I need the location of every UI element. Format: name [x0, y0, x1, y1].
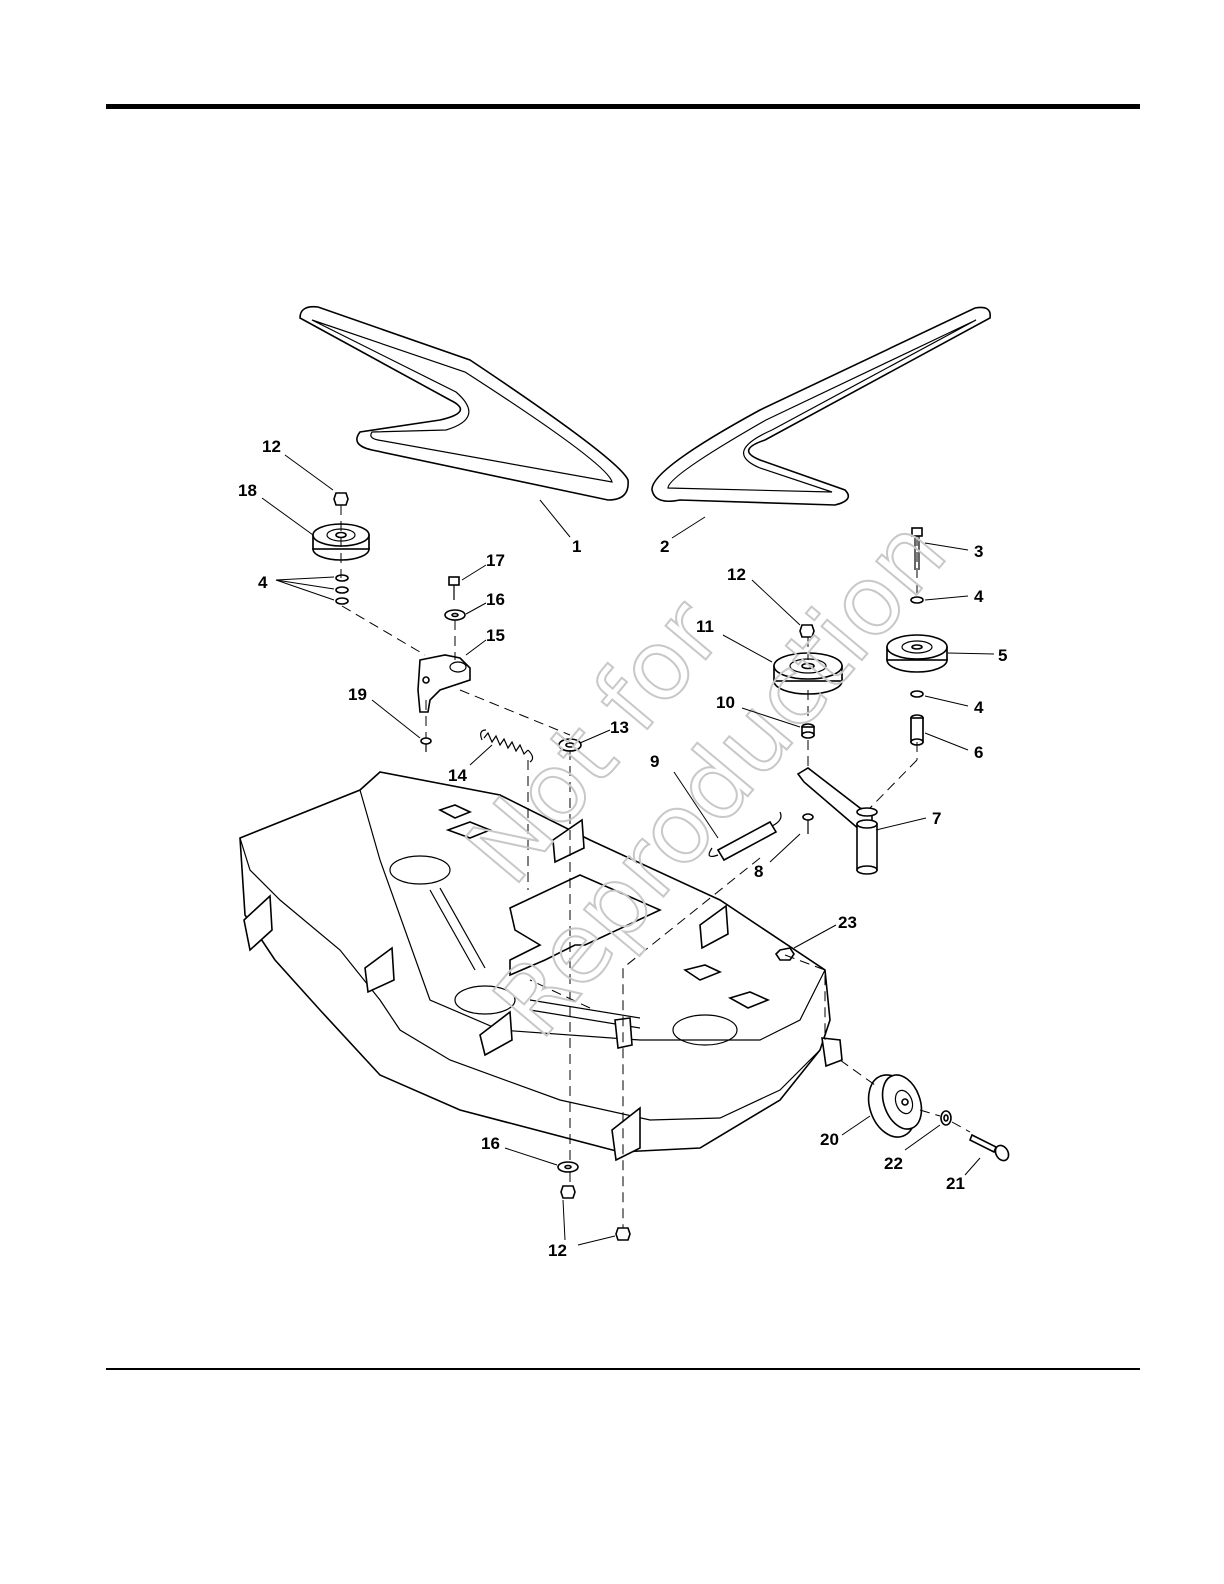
spacer-6: [911, 715, 923, 745]
nut-12-bottom-center: [561, 1186, 575, 1198]
idler-arm-7: [798, 768, 877, 874]
nut-12-left: [334, 493, 348, 505]
bolt-21: [970, 1135, 1011, 1163]
callout-8: 8: [754, 862, 763, 881]
callout-19: 19: [348, 685, 367, 704]
callout-4: 4: [974, 698, 984, 717]
callout-18: 18: [238, 481, 257, 500]
callout-13: 13: [610, 718, 629, 737]
callout-16: 16: [486, 590, 505, 609]
bolt-19: [421, 738, 431, 752]
belt-right: [652, 307, 990, 505]
callout-12: 12: [262, 437, 281, 456]
callout-1: 1: [572, 537, 581, 556]
callout-12: 12: [548, 1241, 567, 1260]
callout-3: 3: [974, 542, 983, 561]
bolt-17: [449, 577, 459, 600]
callout-23: 23: [838, 913, 857, 932]
washers-4-left: [336, 575, 348, 604]
callout-9: 9: [650, 752, 659, 771]
callout-14: 14: [448, 766, 467, 785]
nut-12-bottom-right: [616, 1228, 630, 1240]
washer-16-top: [445, 610, 465, 620]
belt-left: [300, 307, 628, 500]
callout-6: 6: [974, 743, 983, 762]
callout-22: 22: [884, 1154, 903, 1173]
bolt-8: [803, 814, 813, 834]
callout-4: 4: [258, 573, 268, 592]
washer-22: [941, 1111, 951, 1125]
callout-17: 17: [486, 551, 505, 570]
callout-20: 20: [820, 1130, 839, 1149]
callout-2: 2: [660, 537, 669, 556]
callout-12: 12: [727, 565, 746, 584]
washer-4-right-bottom: [911, 691, 923, 697]
callout-11: 11: [696, 617, 714, 636]
gauge-wheel-20: [860, 1068, 928, 1143]
callout-16: 16: [481, 1134, 500, 1153]
callout-4: 4: [974, 587, 984, 606]
callout-15: 15: [486, 626, 505, 645]
callout-5: 5: [998, 646, 1007, 665]
washer-16-bottom: [558, 1162, 578, 1172]
callout-7: 7: [932, 809, 941, 828]
callout-21: 21: [946, 1174, 965, 1193]
callout-10: 10: [716, 693, 735, 712]
